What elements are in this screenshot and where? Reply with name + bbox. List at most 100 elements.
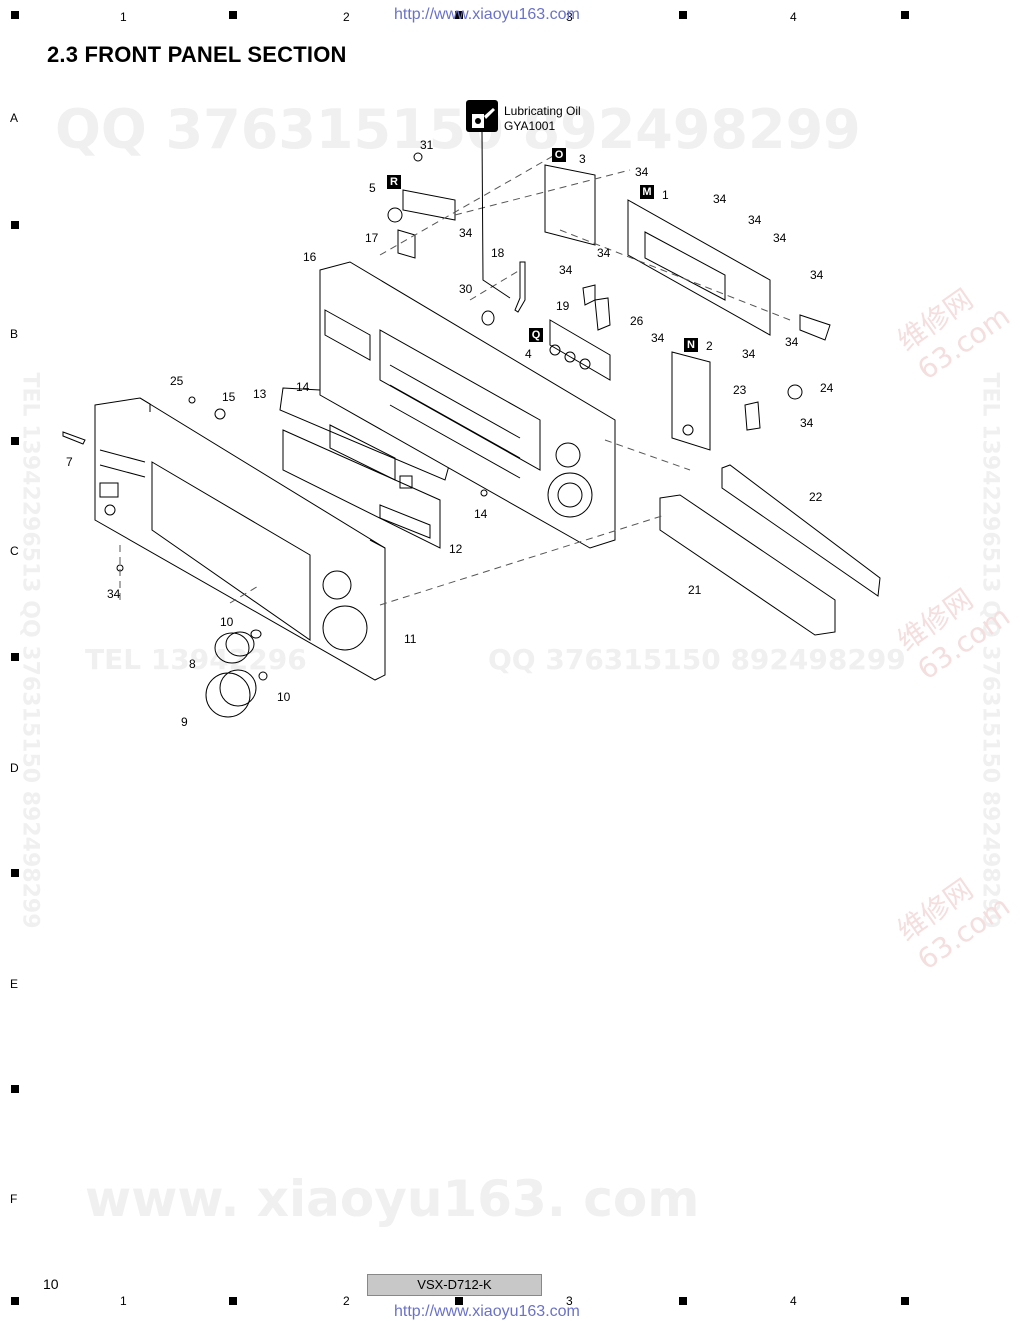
- oil-can-icon: [466, 100, 498, 132]
- grid-marker: [11, 869, 19, 877]
- callout-34: 34: [597, 246, 611, 260]
- grid-marker: [11, 1085, 19, 1093]
- row-letter: B: [10, 327, 19, 341]
- board-q-4: [549, 319, 611, 381]
- oil-leader-line: [481, 131, 511, 299]
- row-letter: E: [10, 977, 19, 991]
- callout-16: 16: [303, 250, 317, 264]
- row-letter: C: [10, 544, 19, 558]
- callout-14: 14: [474, 507, 488, 521]
- lubricating-oil-part-no: GYA1001: [504, 119, 556, 133]
- grid-marker: [455, 11, 463, 19]
- cover-21: [659, 494, 836, 636]
- lever-18: [514, 261, 526, 313]
- badge-m: M: [640, 185, 654, 199]
- page-number: 10: [43, 1276, 59, 1292]
- callout-2: 2: [706, 339, 713, 353]
- board-m-1: [627, 199, 831, 341]
- callout-34: 34: [800, 416, 814, 430]
- callout-25: 25: [170, 374, 184, 388]
- callout-34: 34: [810, 268, 824, 282]
- column-number: 2: [343, 1294, 350, 1308]
- column-number: 4: [790, 10, 797, 24]
- badge-r: R: [387, 175, 401, 189]
- board-o-3: [544, 164, 596, 246]
- watermark-qq-mid: QQ 376315150 892498299: [488, 643, 906, 676]
- part-30: [481, 310, 495, 326]
- grid-marker: [11, 653, 19, 661]
- grid-marker: [455, 1297, 463, 1305]
- watermark-site-bottom: www. xiaoyu163. com: [85, 1170, 700, 1228]
- grid-marker: [679, 1297, 687, 1305]
- url-top[interactable]: http://www.xiaoyu163.com: [394, 6, 580, 23]
- callout-26: 26: [630, 314, 644, 328]
- grid-marker: [229, 11, 237, 19]
- bracket-26: [594, 297, 611, 331]
- column-number: 3: [566, 1294, 573, 1308]
- callout-15: 15: [222, 390, 236, 404]
- badge-o: O: [552, 148, 566, 162]
- part-23: [744, 401, 761, 431]
- column-number: 2: [343, 10, 350, 24]
- row-letter: A: [10, 111, 19, 125]
- callout-10: 10: [277, 690, 291, 704]
- grid-marker: [11, 1297, 19, 1305]
- grid-marker: [901, 1297, 909, 1305]
- callout-34: 34: [459, 226, 473, 240]
- chassis-16: [319, 261, 616, 549]
- callout-3: 3: [579, 152, 586, 166]
- row-letter: F: [10, 1192, 18, 1206]
- callout-34: 34: [713, 192, 727, 206]
- column-number: 1: [120, 1294, 127, 1308]
- callout-10: 10: [220, 615, 234, 629]
- grid-marker: [11, 11, 19, 19]
- board-r-5: [387, 189, 456, 223]
- cover-22: [721, 464, 881, 597]
- callout-13: 13: [253, 387, 267, 401]
- grid-marker: [901, 11, 909, 19]
- grid-marker: [679, 11, 687, 19]
- callout-34: 34: [559, 263, 573, 277]
- callout-22: 22: [809, 490, 823, 504]
- part-24: [787, 384, 803, 400]
- callout-21: 21: [688, 583, 702, 597]
- callout-4: 4: [525, 347, 532, 361]
- url-bottom[interactable]: http://www.xiaoyu163.com: [394, 1303, 580, 1320]
- column-number: 1: [120, 10, 127, 24]
- grid-marker: [11, 437, 19, 445]
- callout-11: 11: [404, 632, 417, 646]
- badge-q: Q: [529, 328, 543, 342]
- knob-9: [205, 669, 268, 718]
- bracket-17: [397, 229, 416, 259]
- badge-n: N: [684, 338, 698, 352]
- watermark-tel-mid: TEL 13942296: [85, 643, 307, 676]
- callout-14: 14: [296, 380, 310, 394]
- callout-9: 9: [181, 715, 188, 729]
- section-title: 2.3 FRONT PANEL SECTION: [47, 42, 347, 67]
- callout-34: 34: [742, 347, 756, 361]
- callout-18: 18: [491, 246, 505, 260]
- callout-34: 34: [635, 165, 649, 179]
- callout-23: 23: [733, 383, 747, 397]
- callout-34: 34: [107, 587, 121, 601]
- lubricating-oil-label: Lubricating Oil: [504, 104, 581, 118]
- screw-parts: [62, 152, 488, 572]
- callout-24: 24: [820, 381, 834, 395]
- window-13: [279, 387, 451, 481]
- callout-12: 12: [449, 542, 463, 556]
- callout-34: 34: [748, 213, 762, 227]
- lever-19: [582, 284, 596, 306]
- callout-17: 17: [365, 231, 379, 245]
- callout-7: 7: [66, 455, 73, 469]
- callout-34: 34: [785, 335, 799, 349]
- column-number: 3: [566, 10, 573, 24]
- grid-marker: [11, 221, 19, 229]
- callout-30: 30: [459, 282, 473, 296]
- row-letter: D: [10, 761, 19, 775]
- display-panel-12: [282, 424, 441, 549]
- knob-8: [214, 629, 262, 664]
- watermark-qq-top: QQ 376315150 892498299: [55, 98, 861, 161]
- callout-34: 34: [651, 331, 665, 345]
- board-n-2: [671, 351, 711, 451]
